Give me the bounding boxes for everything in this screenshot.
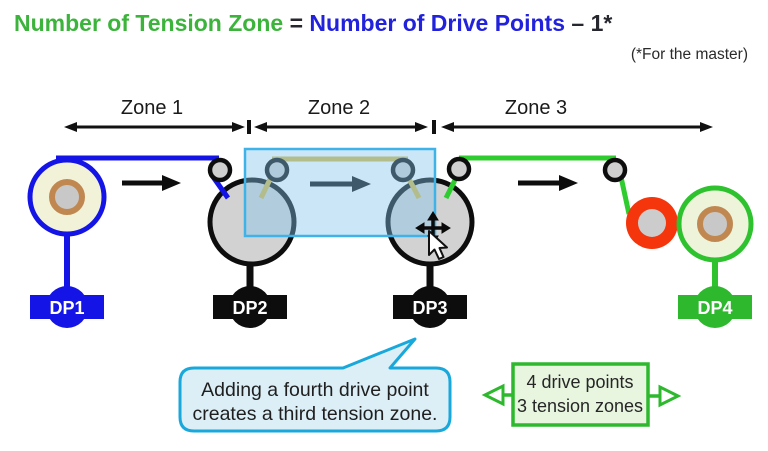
callout-bubble [178, 337, 452, 433]
title-suffix-text: – 1* [565, 10, 613, 36]
dp4-motor: DP4 [678, 286, 752, 328]
equals-sign: = [283, 10, 310, 36]
zone1-arrow [64, 122, 245, 132]
summary-line2: 3 tension zones [517, 396, 643, 416]
unwind-roll [27, 157, 107, 237]
dp4-label: DP4 [697, 298, 732, 318]
dp2-motor: DP2 [213, 286, 287, 328]
rewind-roll [676, 185, 754, 263]
summary-line1: 4 drive points [526, 372, 633, 392]
flow-arrow-1 [122, 175, 181, 191]
callout-text-line2: creates a third tension zone. [193, 403, 438, 425]
title-tension-text: Number of Tension Zone [14, 10, 284, 36]
idler-roller-2 [264, 157, 290, 183]
summary-arrow-left [481, 383, 514, 407]
zone-divider-1 [247, 120, 251, 134]
summary-arrow-right [647, 384, 682, 408]
idler-roller-1 [207, 157, 233, 183]
dp3-label: DP3 [412, 298, 447, 318]
dp1-motor: DP1 [30, 286, 104, 328]
zone2-label: Zone 2 [308, 97, 370, 119]
zone3-arrow [441, 122, 713, 132]
nip-roller-red [626, 197, 678, 249]
flow-arrow-3 [518, 175, 578, 191]
web-green [443, 155, 632, 215]
zone1-label: Zone 1 [121, 97, 183, 119]
zone2-arrow [254, 122, 428, 132]
dp3-roller[interactable] [385, 177, 475, 267]
idler-roller-4 [446, 156, 472, 182]
zone2-highlight[interactable] [243, 147, 437, 238]
page-title: Number of Tension Zone = Number of Drive… [14, 10, 612, 37]
zone-divider-2 [432, 120, 436, 134]
flow-arrow-2 [310, 176, 371, 192]
dp2-label: DP2 [232, 298, 267, 318]
dp3-motor: DP3 [393, 286, 467, 328]
dp1-label: DP1 [49, 298, 84, 318]
pointer-cursor-icon [428, 230, 448, 260]
summary-box [511, 362, 650, 427]
title-drive-text: Number of Drive Points [309, 10, 566, 36]
idler-roller-5 [602, 157, 628, 183]
dp2-roller [207, 177, 297, 267]
footnote: (*For the master) [630, 46, 748, 63]
zone3-label: Zone 3 [505, 97, 567, 119]
callout-text-line1: Adding a fourth drive point [201, 379, 429, 401]
idler-roller-3 [390, 157, 416, 183]
